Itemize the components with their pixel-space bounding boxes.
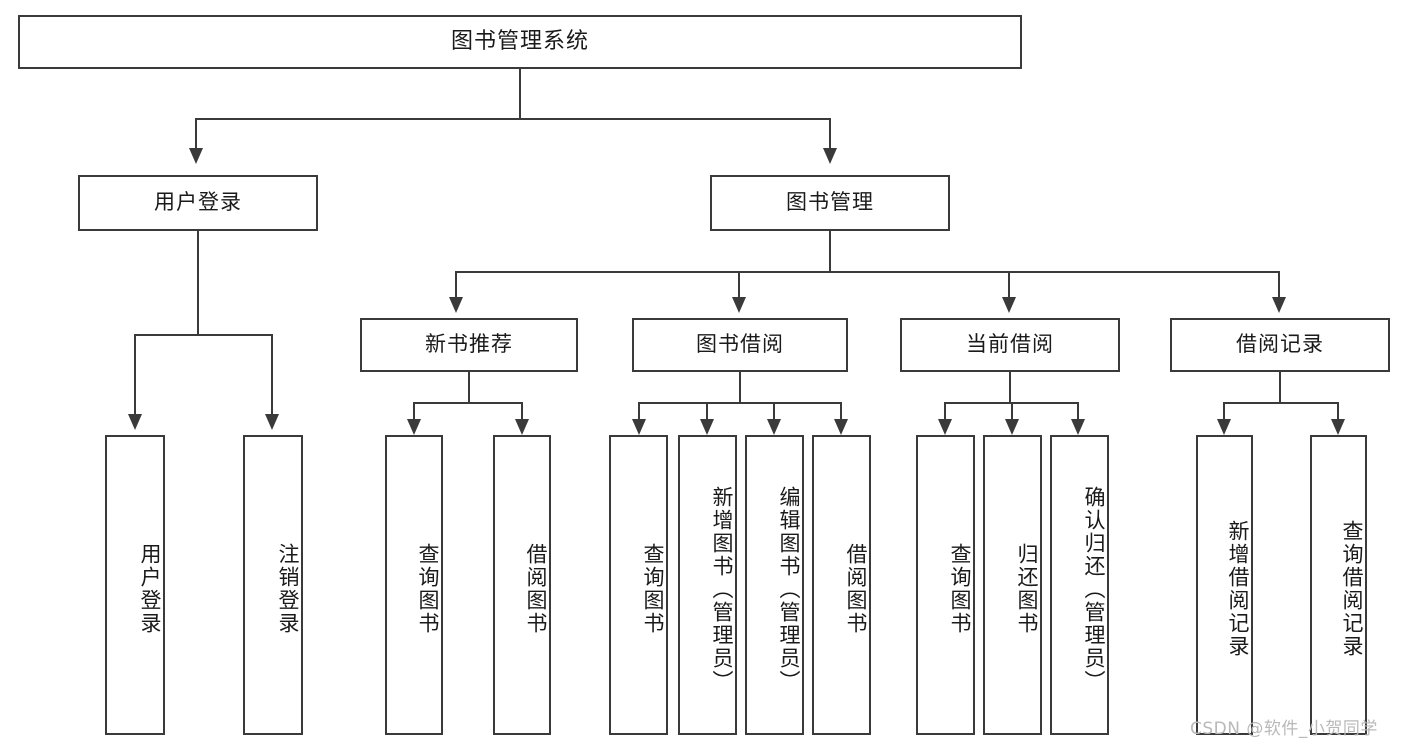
arrowhead-user-login-1 [128, 414, 142, 430]
leaf-book-borrow-4[interactable]: 借阅图书 [812, 435, 871, 735]
node-user-login[interactable]: 用户登录 [78, 175, 318, 231]
connector-new-book-bar [413, 402, 523, 404]
leaf-current-borrow-3[interactable]: 确认归还（管理员） [1050, 435, 1109, 735]
arrowhead-book-manage [823, 148, 837, 164]
leaf-label: 查询借阅记录 [1340, 520, 1364, 658]
arrowhead-borrow-record [1272, 297, 1286, 313]
connector-book-borrow-drop-1 [638, 402, 640, 422]
connector-current-borrow-stem [1009, 372, 1011, 403]
leaf-label: 归还图书 [1015, 543, 1039, 635]
connector-book-borrow-drop-2 [706, 402, 708, 422]
connector-current-borrow-drop-2 [1011, 402, 1013, 422]
arrowhead-book-borrow-4 [834, 419, 848, 435]
leaf-label: 借阅图书 [844, 543, 868, 635]
arrowhead-current-borrow-2 [1005, 419, 1019, 435]
leaf-label: 确认归还（管理员） [1082, 485, 1106, 693]
connector-level3-drop-1 [455, 271, 457, 299]
arrowhead-current-borrow-3 [1071, 419, 1085, 435]
connector-book-manage-stem [829, 231, 831, 272]
leaf-current-borrow-2[interactable]: 归还图书 [983, 435, 1042, 735]
arrowhead-current-borrow [1002, 297, 1016, 313]
leaf-label: 查询图书 [641, 543, 665, 635]
node-current-borrow[interactable]: 当前借阅 [900, 318, 1120, 372]
connector-user-login-drop-1 [134, 334, 136, 416]
arrowhead-book-borrow-3 [767, 419, 781, 435]
arrowhead-user-login [189, 148, 203, 164]
connector-borrow-record-drop-1 [1223, 402, 1225, 422]
leaf-book-borrow-3[interactable]: 编辑图书（管理员） [745, 435, 804, 735]
connector-book-borrow-bar [638, 402, 842, 404]
arrowhead-current-borrow-1 [938, 419, 952, 435]
connector-user-login-bar [134, 334, 273, 336]
arrowhead-new-book-1 [407, 419, 421, 435]
leaf-label: 注销登录 [276, 543, 300, 635]
node-book-borrow[interactable]: 图书借阅 [632, 318, 848, 372]
leaf-new-book-2[interactable]: 借阅图书 [493, 435, 551, 735]
leaf-current-borrow-1[interactable]: 查询图书 [916, 435, 975, 735]
connector-new-book-stem [468, 372, 470, 403]
connector-book-borrow-stem [739, 372, 741, 403]
connector-user-login-drop-2 [271, 334, 273, 416]
leaf-book-borrow-2[interactable]: 新增图书（管理员） [678, 435, 737, 735]
connector-level3-bar [455, 271, 1280, 273]
leaf-label: 查询图书 [416, 543, 440, 635]
connector-borrow-record-drop-2 [1337, 402, 1339, 422]
arrowhead-book-borrow-2 [700, 419, 714, 435]
connector-user-login-stem [197, 231, 199, 335]
arrowhead-new-book-2 [515, 419, 529, 435]
connector-borrow-record-bar [1223, 402, 1339, 404]
connector-current-borrow-drop-1 [944, 402, 946, 422]
leaf-new-book-1[interactable]: 查询图书 [385, 435, 443, 735]
connector-root-stem [519, 69, 521, 119]
leaf-label: 新增图书（管理员） [710, 485, 734, 693]
connector-current-borrow-drop-3 [1077, 402, 1079, 422]
arrowhead-user-login-2 [265, 414, 279, 430]
connector-borrow-record-stem [1279, 372, 1281, 403]
arrowhead-book-borrow [732, 297, 746, 313]
leaf-label: 用户登录 [138, 543, 162, 635]
leaf-borrow-record-1[interactable]: 新增借阅记录 [1196, 435, 1253, 735]
connector-book-borrow-drop-4 [840, 402, 842, 422]
arrowhead-new-book [449, 297, 463, 313]
leaf-book-borrow-1[interactable]: 查询图书 [609, 435, 668, 735]
node-borrow-record[interactable]: 借阅记录 [1170, 318, 1390, 372]
arrowhead-borrow-record-2 [1331, 419, 1345, 435]
connector-level2-drop-right [829, 118, 831, 150]
leaf-label: 查询图书 [948, 543, 972, 635]
connector-level3-drop-4 [1278, 271, 1280, 299]
connector-level3-drop-2 [738, 271, 740, 299]
leaf-borrow-record-2[interactable]: 查询借阅记录 [1310, 435, 1367, 735]
connector-new-book-drop-2 [521, 402, 523, 422]
node-new-book[interactable]: 新书推荐 [360, 318, 578, 372]
leaf-label: 借阅图书 [524, 543, 548, 635]
arrowhead-borrow-record-1 [1217, 419, 1231, 435]
connector-level3-drop-3 [1008, 271, 1010, 299]
connector-level2-bar [195, 118, 831, 120]
node-root[interactable]: 图书管理系统 [18, 15, 1022, 69]
connector-new-book-drop-1 [413, 402, 415, 422]
leaf-label: 新增借阅记录 [1226, 520, 1250, 658]
leaf-user-login-2[interactable]: 注销登录 [243, 435, 303, 735]
node-book-manage[interactable]: 图书管理 [710, 175, 950, 231]
arrowhead-book-borrow-1 [632, 419, 646, 435]
connector-book-borrow-drop-3 [773, 402, 775, 422]
connector-level2-drop-left [195, 118, 197, 150]
leaf-user-login-1[interactable]: 用户登录 [105, 435, 165, 735]
leaf-label: 编辑图书（管理员） [777, 485, 801, 693]
